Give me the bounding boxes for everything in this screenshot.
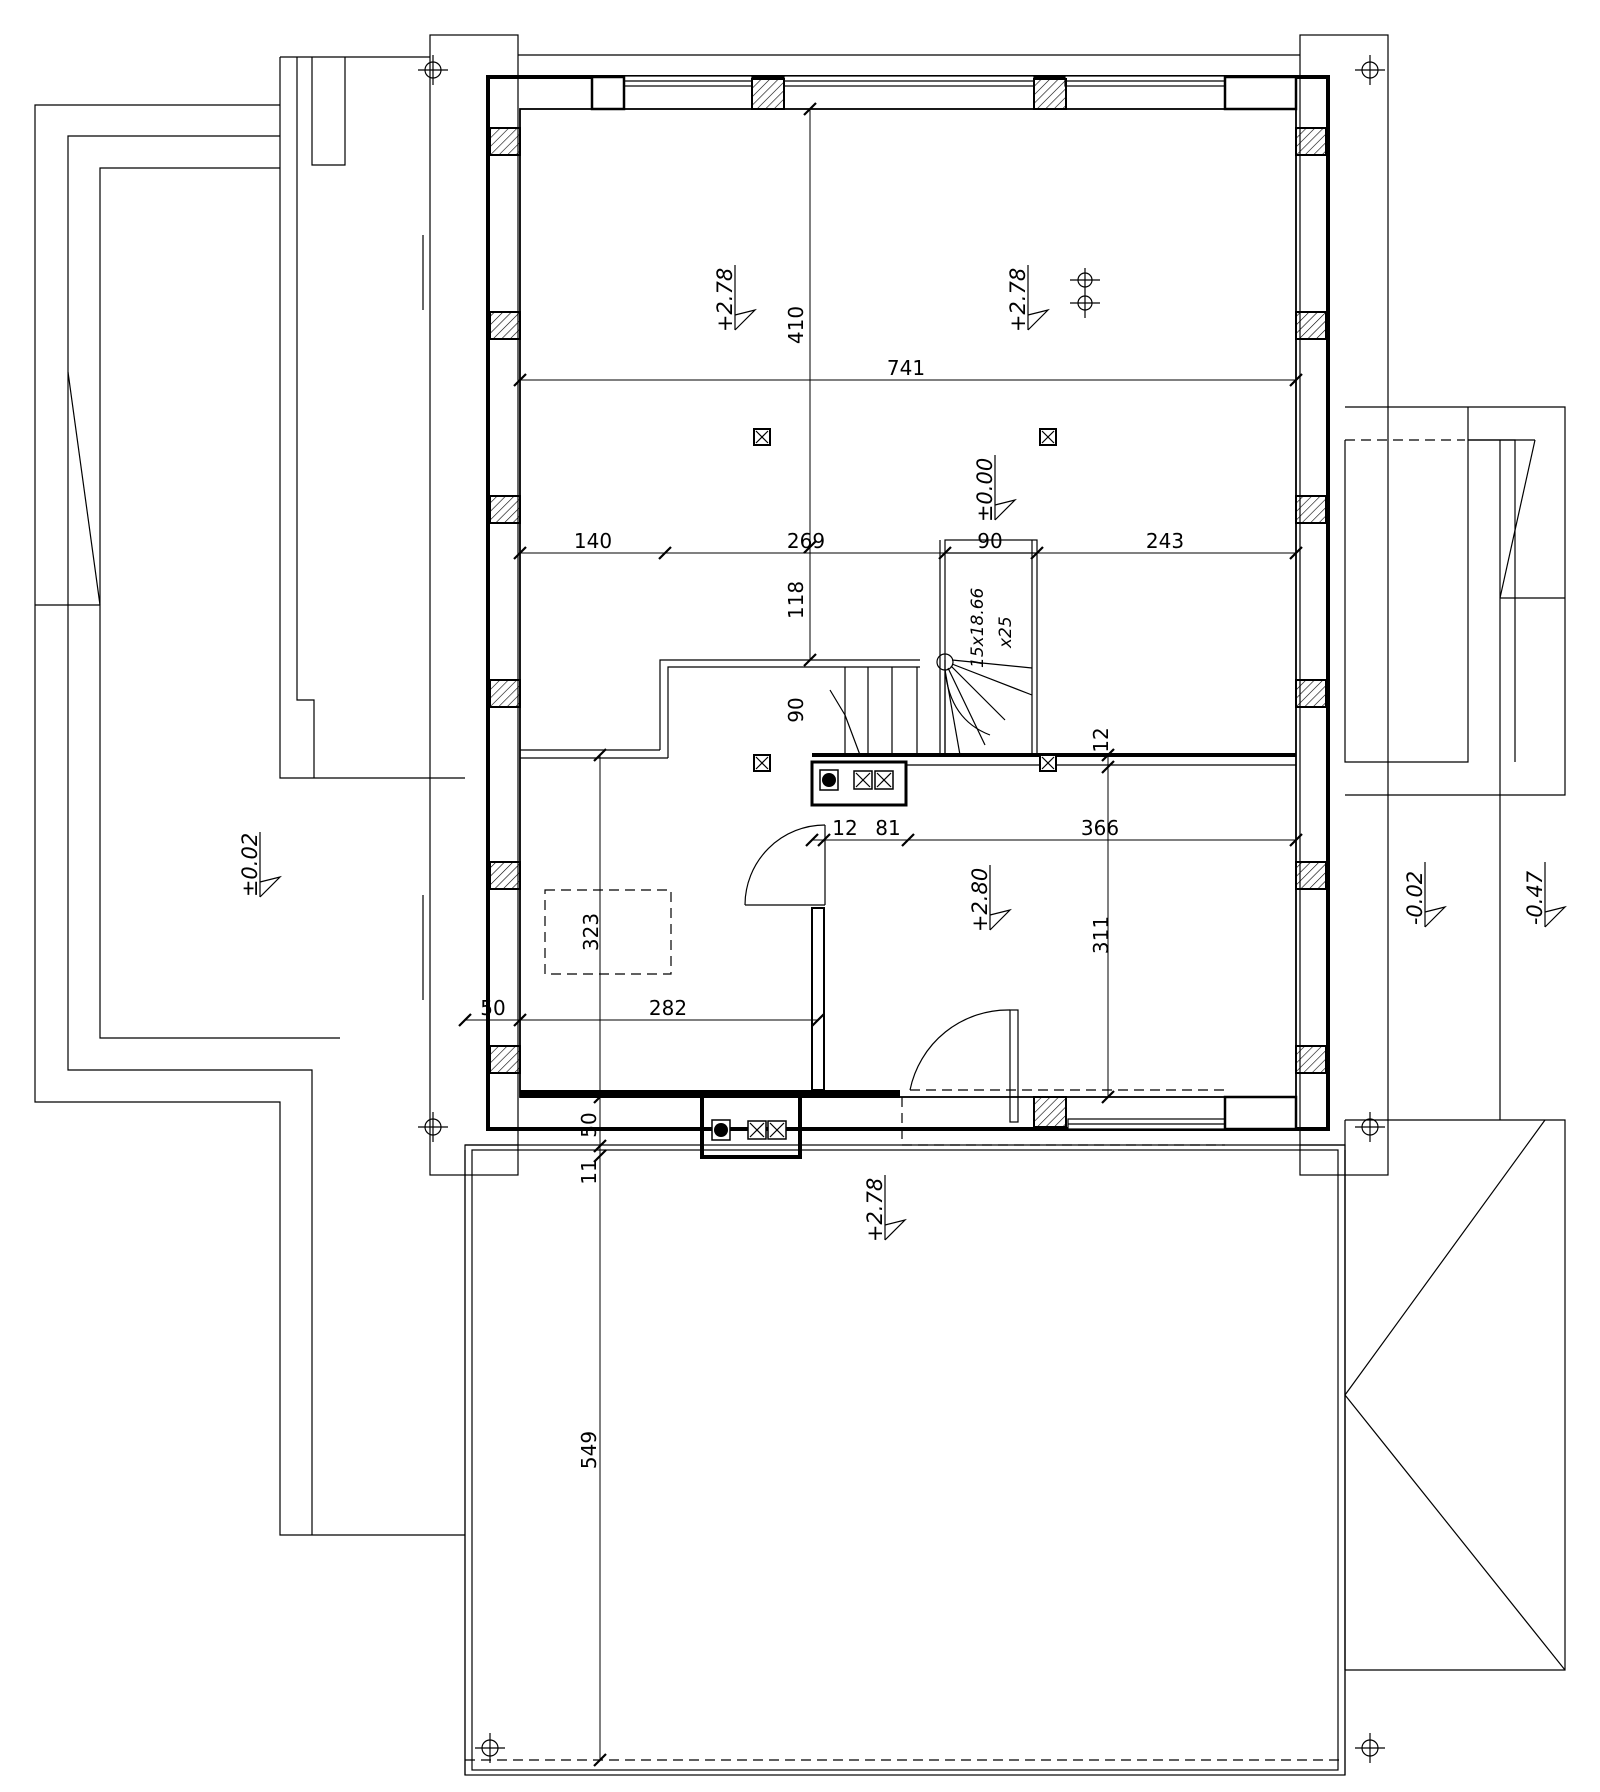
- vent-markers: [753, 428, 1057, 772]
- staircase: [829, 539, 1038, 756]
- dim-12-mid: 12: [832, 816, 857, 840]
- dim-269: 269: [787, 529, 825, 553]
- dashed-fixture: [544, 889, 672, 975]
- left-roof-outline: [34, 56, 465, 1536]
- windows: [591, 75, 1226, 1130]
- dim-140: 140: [574, 529, 612, 553]
- level-room2: +2.78: [1006, 268, 1030, 332]
- building-walls: [486, 75, 1330, 1131]
- dim-12-right: 12: [1089, 727, 1113, 752]
- dim-410: 410: [784, 306, 808, 344]
- level-right-terrace: -0.02: [1403, 871, 1427, 925]
- column-grid-frames: [429, 34, 1389, 1176]
- level-balcony: +2.78: [863, 1178, 887, 1242]
- dim-741: 741: [887, 356, 925, 380]
- dim-90-left: 90: [784, 697, 808, 722]
- dim-323: 323: [579, 913, 603, 951]
- dim-81: 81: [875, 816, 900, 840]
- right-terrace-outline: [1344, 406, 1566, 1120]
- dim-243: 243: [1146, 529, 1184, 553]
- stair-steps-label-1: 15x18.66: [968, 587, 988, 668]
- dim-366: 366: [1081, 816, 1119, 840]
- level-hall: +2.80: [968, 868, 992, 932]
- level-stair-top: ±0.00: [973, 458, 997, 522]
- right-roof-outline: [1344, 1119, 1566, 1671]
- dim-282: 282: [649, 996, 687, 1020]
- dim-50-bottom: 50: [577, 1112, 601, 1137]
- dim-118: 118: [784, 581, 808, 619]
- chimneys: [711, 769, 894, 1141]
- dim-11: 11: [577, 1159, 601, 1184]
- level-marker-symbols: [259, 265, 1567, 1241]
- level-room1: +2.78: [713, 268, 737, 332]
- level-right-ground: -0.47: [1523, 870, 1547, 925]
- interior-walls: [520, 659, 1296, 1159]
- hatched-columns: [489, 78, 1327, 1128]
- dimension-lines: [458, 102, 1303, 1767]
- dim-549: 549: [577, 1431, 601, 1469]
- stair-steps-label-2: x25: [996, 616, 1016, 649]
- dim-311: 311: [1089, 916, 1113, 954]
- grid-axis-markers: [418, 55, 1385, 1763]
- dim-50-left: 50: [480, 996, 505, 1020]
- level-left-terrace: ±0.02: [238, 833, 262, 897]
- wall-corner-blocks: [590, 75, 1298, 1131]
- dim-90-top: 90: [977, 529, 1002, 553]
